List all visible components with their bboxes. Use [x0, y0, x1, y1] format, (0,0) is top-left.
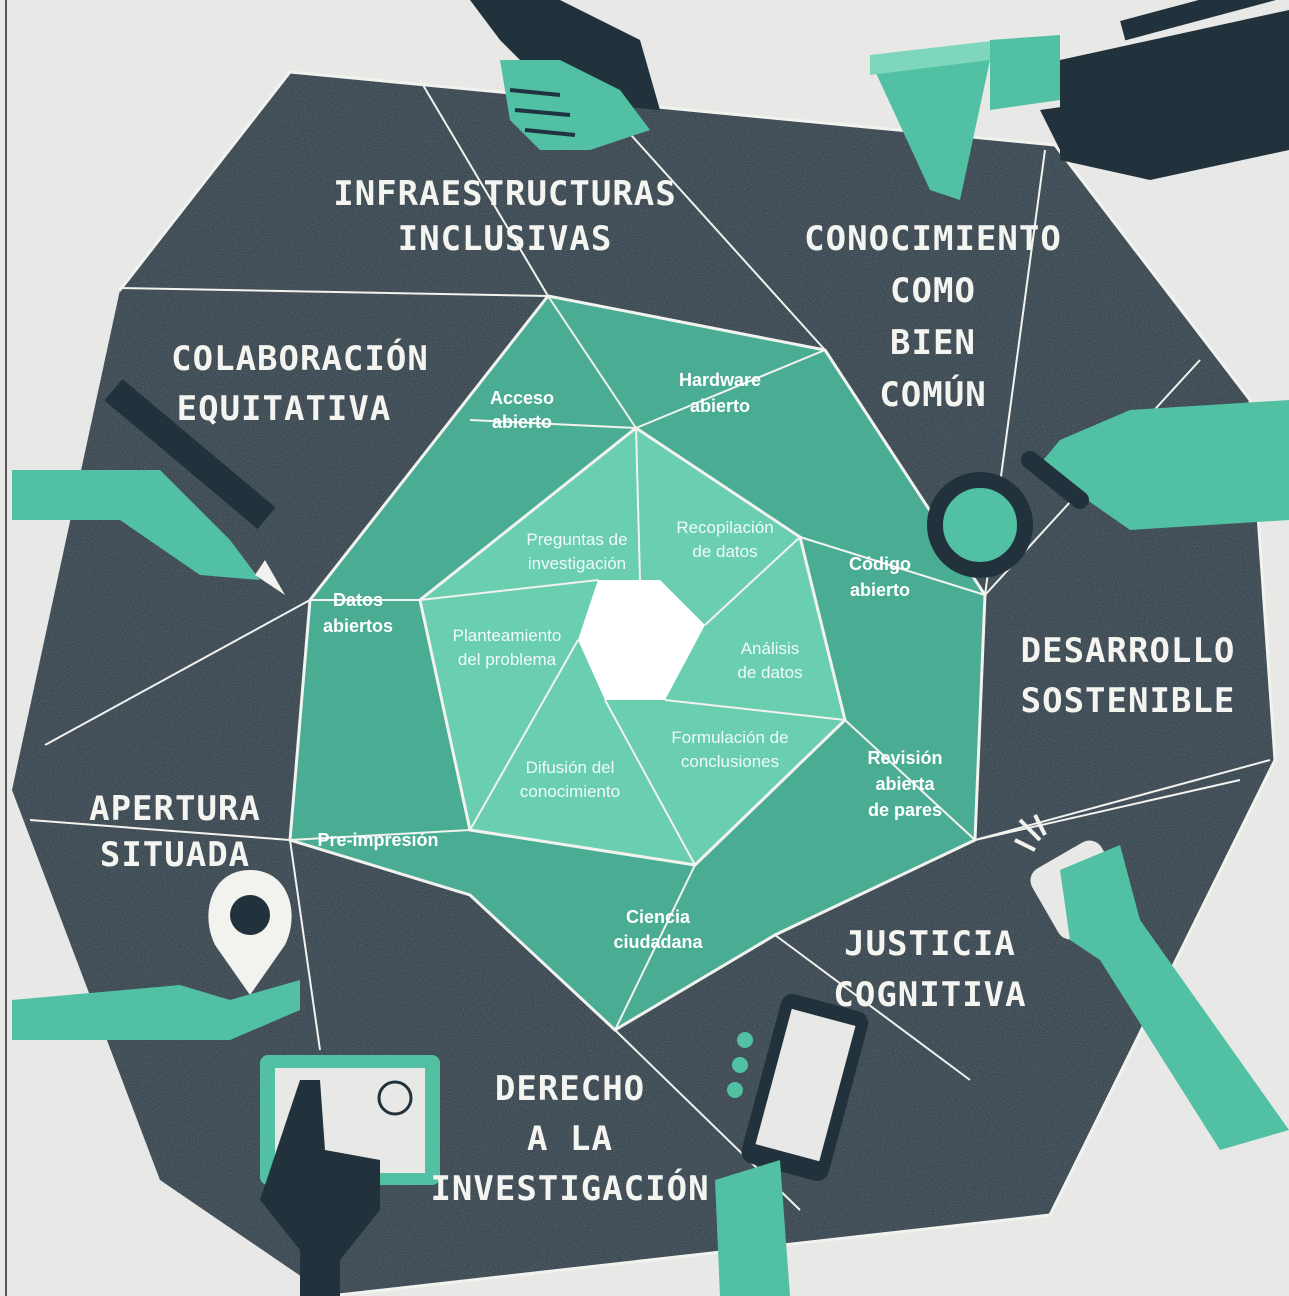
pencil-hand-icon [12, 378, 285, 595]
svg-text:DESARROLLO: DESARROLLO [1021, 631, 1236, 671]
svg-text:Análisis: Análisis [741, 639, 800, 658]
svg-text:Preguntas de: Preguntas de [526, 530, 627, 549]
svg-text:ciudadana: ciudadana [613, 932, 703, 952]
label-acceso-abierto: Acceso abierto [490, 388, 554, 432]
svg-text:Datos: Datos [333, 590, 383, 610]
svg-text:Pre-impresión: Pre-impresión [317, 830, 438, 850]
svg-text:conocimiento: conocimiento [520, 782, 620, 801]
label-analisis: Análisis de datos [737, 639, 802, 682]
svg-text:abierto: abierto [850, 580, 910, 600]
svg-text:abierto: abierto [690, 396, 750, 416]
svg-text:INVESTIGACIÓN: INVESTIGACIÓN [430, 1168, 709, 1209]
svg-text:conclusiones: conclusiones [681, 752, 779, 771]
svg-text:Difusión del: Difusión del [526, 758, 615, 777]
label-desarrollo: DESARROLLO SOSTENIBLE [1021, 631, 1236, 721]
svg-text:Hardware: Hardware [679, 370, 761, 390]
tapping-hand-icon [1014, 814, 1289, 1150]
chalk-lines-mid [288, 294, 987, 1032]
label-apertura: APERTURA SITUADA [89, 789, 261, 875]
svg-text:abierta: abierta [875, 774, 935, 794]
svg-text:A LA: A LA [527, 1119, 613, 1159]
smartphone-icon [715, 994, 869, 1296]
svg-text:Código: Código [849, 554, 911, 574]
svg-text:COMO: COMO [890, 271, 976, 311]
svg-text:INCLUSIVAS: INCLUSIVAS [398, 219, 613, 259]
svg-text:Formulación de: Formulación de [671, 728, 788, 747]
label-colaboracion: COLABORACIÓN EQUITATIVA [171, 338, 429, 429]
svg-text:EQUITATIVA: EQUITATIVA [177, 389, 392, 429]
svg-text:Recopilación: Recopilación [676, 518, 773, 537]
svg-text:COLABORACIÓN: COLABORACIÓN [171, 338, 429, 379]
svg-text:JUSTICIA: JUSTICIA [844, 924, 1016, 964]
magnifier-hand-icon [927, 400, 1289, 578]
svg-text:abiertos: abiertos [323, 616, 393, 636]
svg-text:CONOCIMIENTO: CONOCIMIENTO [804, 219, 1062, 259]
svg-text:COMÚN: COMÚN [879, 374, 986, 415]
location-pin-icon [208, 870, 292, 995]
label-preimpresion: Pre-impresión [317, 830, 438, 850]
label-hardware-abierto: Hardware abierto [679, 370, 761, 416]
label-preguntas: Preguntas de investigación [526, 530, 627, 573]
svg-text:Planteamiento: Planteamiento [453, 626, 562, 645]
svg-text:Ciencia: Ciencia [626, 907, 691, 927]
label-planteamiento: Planteamiento del problema [453, 626, 562, 669]
label-recopilacion: Recopilación de datos [676, 518, 773, 561]
label-datos-abiertos: Datos abiertos [323, 590, 393, 636]
svg-text:abierto: abierto [492, 412, 552, 432]
label-revision-abierta: Revisión abierta de pares [867, 748, 942, 820]
megaphone-icon [870, 35, 1060, 200]
label-conocimiento: CONOCIMIENTO COMO BIEN COMÚN [804, 219, 1062, 415]
svg-text:COGNITIVA: COGNITIVA [833, 975, 1026, 1015]
chalk-lines-outer [29, 70, 1277, 1296]
label-infraestructuras: INFRAESTRUCTURAS INCLUSIVAS [333, 174, 677, 259]
label-derecho: DERECHO A LA INVESTIGACIÓN [430, 1069, 709, 1209]
svg-text:SOSTENIBLE: SOSTENIBLE [1021, 681, 1236, 721]
pointing-hand-icon [260, 1080, 380, 1296]
svg-text:del problema: del problema [458, 650, 557, 669]
svg-text:investigación: investigación [528, 554, 626, 573]
label-justicia: JUSTICIA COGNITIVA [833, 924, 1026, 1015]
svg-text:Revisión: Revisión [867, 748, 942, 768]
svg-text:Acceso: Acceso [490, 388, 554, 408]
svg-text:BIEN: BIEN [890, 323, 976, 363]
hand-top-right-icon [1040, 0, 1289, 180]
chalk-lines-inner [418, 426, 847, 867]
svg-text:de pares: de pares [868, 800, 942, 820]
svg-text:de datos: de datos [737, 663, 802, 682]
svg-text:APERTURA: APERTURA [89, 789, 261, 829]
label-ciencia-ciudadana: Ciencia ciudadana [613, 907, 703, 952]
svg-text:DERECHO: DERECHO [495, 1069, 645, 1109]
hand-pin-icon [12, 980, 300, 1040]
svg-text:SITUADA: SITUADA [100, 835, 250, 875]
center-hexagon [578, 580, 705, 700]
label-codigo-abierto: Código abierto [849, 554, 911, 600]
svg-text:INFRAESTRUCTURAS: INFRAESTRUCTURAS [333, 174, 677, 214]
label-difusion: Difusión del conocimiento [520, 758, 620, 801]
hand-top-icon [470, 0, 660, 150]
svg-text:de datos: de datos [692, 542, 757, 561]
label-formulacion: Formulación de conclusiones [671, 728, 788, 771]
